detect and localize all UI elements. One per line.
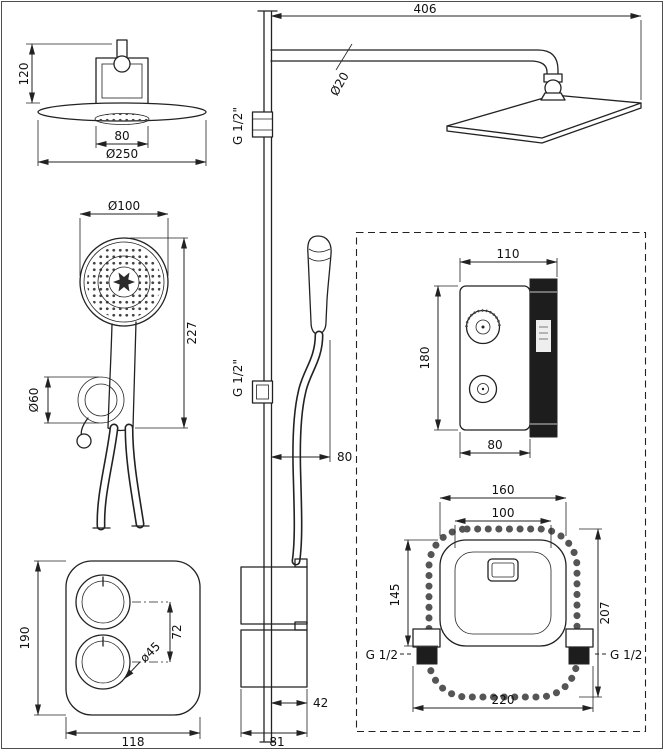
svg-text:145: 145	[388, 584, 402, 607]
spray-selector-star	[113, 272, 135, 292]
dim-hand-shower-length: 227	[130, 237, 199, 429]
svg-text:100: 100	[492, 506, 515, 520]
dim-overhead-diameter: Ø250	[37, 120, 207, 166]
svg-text:110: 110	[497, 247, 520, 261]
rail-top-connector	[251, 111, 274, 138]
dim-panel-height: 190	[18, 560, 66, 716]
mixer-front-view: 190 72 ø45 118	[18, 560, 201, 749]
svg-text:81: 81	[269, 735, 284, 749]
overhead-head-3d	[446, 94, 642, 139]
dim-box-inner-width: 100	[454, 506, 552, 548]
svg-text:180: 180	[418, 347, 432, 370]
dim-box-height: 207	[579, 528, 612, 698]
svg-text:220: 220	[492, 693, 515, 707]
dim-mixer-width: 110	[459, 247, 558, 282]
svg-text:Ø60: Ø60	[27, 388, 41, 413]
svg-text:80: 80	[337, 450, 352, 464]
dim-overhead-bracket-width: 80	[95, 126, 149, 148]
dim-box-plate-width: 160	[439, 483, 567, 536]
connector-tab-right	[565, 628, 594, 648]
dim-outlet-offset: 80	[270, 340, 352, 464]
svg-text:Ø100: Ø100	[108, 199, 140, 213]
mounting-ring	[425, 525, 581, 701]
hand-shower-side-view: 80	[270, 235, 352, 566]
mixer-profile-view: 42 81	[240, 558, 328, 749]
svg-text:120: 120	[17, 63, 31, 86]
svg-text:G 1/2: G 1/2	[366, 648, 398, 662]
rail-outlet-detail	[256, 384, 269, 400]
overhead-shower-side-view: 120 80 Ø250	[17, 39, 207, 166]
dim-box-inner-height: 145	[388, 539, 438, 647]
dim-arm-length: 406	[270, 2, 642, 100]
dim-outlet-thread: G 1/2"	[231, 359, 245, 397]
svg-text:80: 80	[487, 438, 502, 452]
svg-text:190: 190	[18, 627, 32, 650]
profile-top	[240, 566, 308, 625]
dim-overhead-height: 120	[17, 43, 112, 104]
mixer-valve-block	[529, 278, 558, 438]
dim-holder-diameter: Ø60	[27, 376, 99, 424]
concealed-box-front-view: 160 100 145 207 220 G 1/2 G 1/2	[366, 483, 642, 712]
connector-left	[416, 646, 438, 665]
thread-label-right: G 1/2	[595, 648, 642, 662]
svg-text:227: 227	[185, 322, 199, 345]
svg-text:Ø250: Ø250	[106, 147, 138, 161]
dim-profile-width: 81	[240, 689, 308, 749]
thread-label-left: G 1/2	[366, 648, 412, 662]
holder-knob	[76, 433, 92, 449]
dim-mixer-face-width: 80	[459, 432, 531, 458]
profile-bottom	[240, 629, 308, 688]
handle-bottom	[75, 634, 131, 690]
holder-ring	[77, 376, 125, 424]
svg-text:207: 207	[598, 602, 612, 625]
dim-arm-pipe-diameter: Ø20	[327, 43, 353, 98]
ball-joint	[113, 55, 131, 73]
valve-label	[536, 320, 551, 352]
cartridge-window	[487, 558, 519, 582]
spray-face	[94, 113, 150, 125]
svg-text:42: 42	[313, 696, 328, 710]
svg-text:G 1/2: G 1/2	[610, 648, 642, 662]
connector-right	[568, 646, 590, 665]
shower-rail: G 1/2" G 1/2"	[231, 10, 278, 743]
svg-text:72: 72	[170, 624, 184, 639]
handle-top	[75, 574, 131, 630]
mixer-side-view: 110 180 80	[418, 247, 558, 458]
svg-text:118: 118	[122, 735, 145, 749]
connector-tab-left	[412, 628, 441, 648]
dim-mixer-height: 180	[418, 285, 458, 431]
hand-shower-handle	[107, 321, 137, 432]
shower-arm-view: 406 Ø20	[270, 2, 642, 144]
dim-handle-spacing: 72	[167, 601, 184, 663]
detail-box-border	[355, 231, 647, 733]
shower-arm	[270, 49, 559, 76]
dim-box-width: 220	[412, 666, 594, 712]
mixer-body	[459, 285, 531, 431]
dim-panel-width: 118	[65, 717, 201, 749]
hand-shower-front-view: Ø100 227 Ø60	[27, 199, 199, 531]
svg-text:406: 406	[414, 2, 437, 16]
dim-rail-top-thread: G 1/2"	[231, 107, 245, 145]
dim-profile-depth: 42	[270, 689, 328, 737]
dim-hand-shower-diameter: Ø100	[79, 199, 169, 276]
svg-text:160: 160	[492, 483, 515, 497]
rail-outlet-connector	[251, 380, 274, 404]
svg-text:Ø20: Ø20	[327, 70, 351, 98]
cover-plate	[439, 539, 567, 647]
svg-text:80: 80	[114, 129, 129, 143]
